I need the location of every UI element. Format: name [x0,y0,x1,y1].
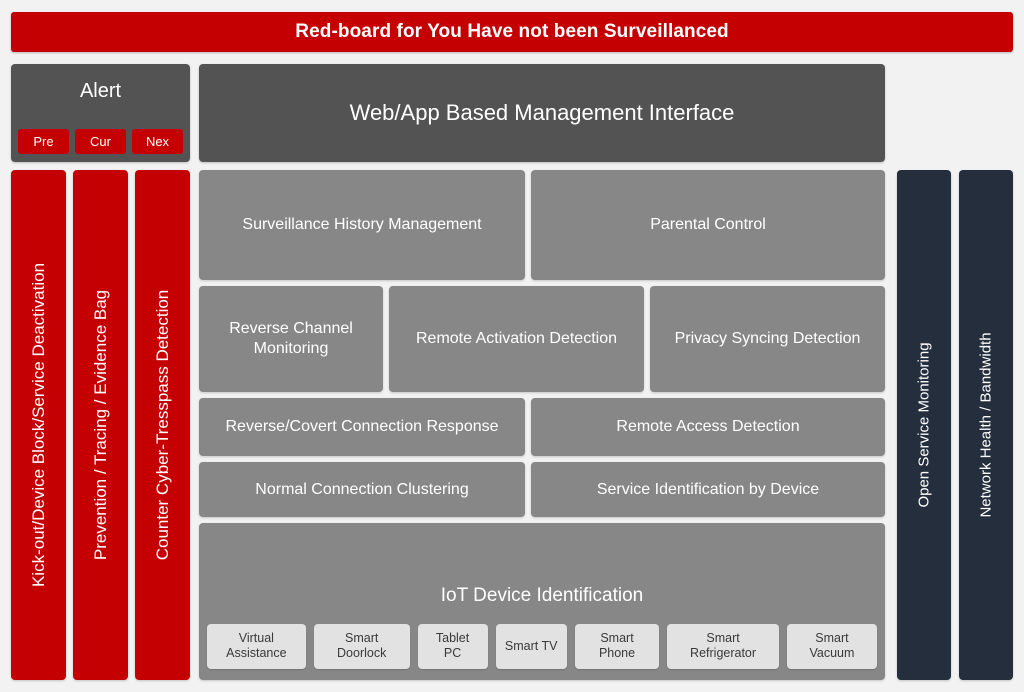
iot-device-chip-row: Virtual Assistance Smart Doorlock Tablet… [207,623,877,669]
alert-button-row: Pre Cur Nex [18,129,183,154]
alert-panel-title: Alert [79,80,122,102]
alert-button-nex[interactable]: Nex [132,129,183,154]
main-feature-grid: Surveillance History Management Parental… [199,170,885,680]
iot-device-chip-smart-doorlock[interactable]: Smart Doorlock [313,623,410,669]
left-column-kick-out-label: Kick-out/Device Block/Service Deactivati… [28,262,48,588]
alert-button-pre[interactable]: Pre [18,129,69,154]
feature-surveillance-history-management-label: Surveillance History Management [242,216,482,233]
left-column-prevention-tracing-label: Prevention / Tracing / Evidence Bag [90,289,110,561]
feature-iot-device-identification[interactable]: IoT Device Identification Virtual Assist… [199,523,885,680]
feature-surveillance-history-management[interactable]: Surveillance History Management [199,170,525,280]
feature-reverse-covert-connection-response-label: Reverse/Covert Connection Response [225,418,499,435]
feature-normal-connection-clustering-label: Normal Connection Clustering [255,480,469,498]
webapp-management-interface-label: Web/App Based Management Interface [349,100,735,125]
feature-parental-control[interactable]: Parental Control [531,170,885,280]
feature-remote-activation-detection[interactable]: Remote Activation Detection [389,286,644,392]
right-navy-column-group: Open Service Monitoring Network Health /… [897,170,1013,680]
left-red-column-group: Kick-out/Device Block/Service Deactivati… [11,170,190,680]
alert-panel: Alert Pre Cur Nex [11,64,190,162]
iot-device-chip-smart-tv[interactable]: Smart TV [495,623,567,669]
feature-service-identification-by-device-label: Service Identification by Device [596,480,820,498]
iot-device-chip-smart-phone[interactable]: Smart Phone [574,623,660,669]
right-column-network-health-bandwidth-label: Network Health / Bandwidth [977,332,995,518]
iot-device-chip-smart-refrigerator[interactable]: Smart Refrigerator [667,623,779,669]
right-column-open-service-monitoring-label: Open Service Monitoring [915,342,933,508]
top-banner: Red-board for You Have not been Surveill… [11,12,1013,52]
feature-remote-activation-detection-label: Remote Activation Detection [416,330,617,347]
feature-reverse-channel-monitoring[interactable]: Reverse Channel Monitoring [199,286,383,392]
iot-device-chip-virtual-assistance[interactable]: Virtual Assistance [207,623,306,669]
iot-device-chip-tablet-pc[interactable]: Tablet PC [417,623,488,669]
feature-privacy-syncing-detection-label: Privacy Syncing Detection [674,330,861,347]
feature-remote-access-detection[interactable]: Remote Access Detection [531,398,885,456]
left-column-counter-cyber-trespass-label: Counter Cyber-Tresspass Detection [152,289,172,561]
feature-normal-connection-clustering[interactable]: Normal Connection Clustering [199,462,525,517]
iot-device-chip-smart-vacuum[interactable]: Smart Vacuum [786,623,877,669]
left-column-prevention-tracing[interactable]: Prevention / Tracing / Evidence Bag [73,170,128,680]
left-column-kick-out[interactable]: Kick-out/Device Block/Service Deactivati… [11,170,66,680]
banner-title: Red-board for You Have not been Surveill… [295,21,729,42]
feature-parental-control-label: Parental Control [650,216,766,233]
feature-iot-device-identification-label: IoT Device Identification [440,585,644,606]
feature-service-identification-by-device[interactable]: Service Identification by Device [531,462,885,517]
feature-reverse-covert-connection-response[interactable]: Reverse/Covert Connection Response [199,398,525,456]
feature-reverse-channel-monitoring-label: Reverse Channel Monitoring [229,320,353,357]
right-column-open-service-monitoring[interactable]: Open Service Monitoring [897,170,951,680]
left-column-counter-cyber-trespass[interactable]: Counter Cyber-Tresspass Detection [135,170,190,680]
feature-remote-access-detection-label: Remote Access Detection [616,418,800,435]
webapp-management-interface-block[interactable]: Web/App Based Management Interface [199,64,885,162]
feature-privacy-syncing-detection[interactable]: Privacy Syncing Detection [650,286,885,392]
alert-button-cur[interactable]: Cur [75,129,126,154]
right-column-network-health-bandwidth[interactable]: Network Health / Bandwidth [959,170,1013,680]
